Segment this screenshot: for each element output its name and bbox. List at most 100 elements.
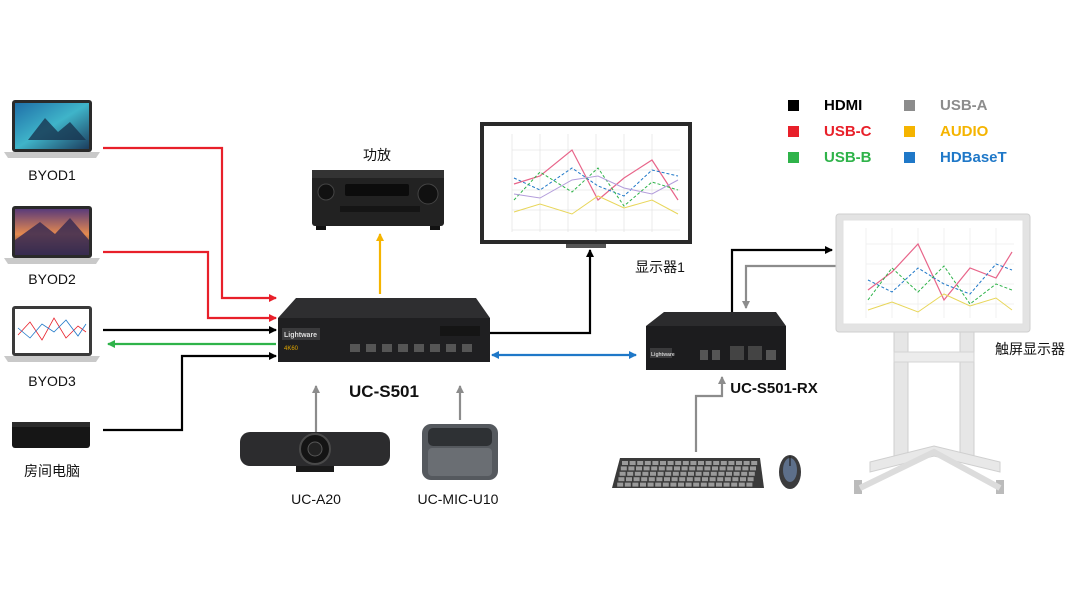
- keyboard-key: [672, 471, 679, 476]
- keyboard-key: [681, 466, 688, 471]
- keyboard-key: [644, 461, 651, 465]
- keyboard-key: [717, 477, 724, 482]
- keyboard-key: [627, 471, 634, 476]
- keyboard-key: [634, 471, 641, 476]
- keyboard-key: [671, 477, 678, 482]
- keyboard-key: [724, 477, 731, 482]
- legend-swatch: [904, 152, 915, 163]
- keyboard-key: [734, 466, 741, 471]
- receiver-icon: Lightware: [646, 312, 786, 370]
- keyboard-key: [636, 466, 642, 471]
- keyboard-key: [682, 461, 689, 465]
- mouse-icon: [779, 455, 801, 489]
- keyboard-key: [733, 471, 740, 476]
- keyboard-key: [736, 461, 742, 465]
- keyboard-key: [719, 466, 726, 471]
- keyboard-key: [650, 471, 656, 476]
- laptop-icon: [4, 306, 100, 362]
- keyboard-key: [741, 471, 748, 476]
- keyboard-key: [704, 466, 711, 471]
- keyboard-key: [675, 461, 682, 465]
- line-touch-usba: [742, 264, 836, 309]
- legend-swatch: [788, 152, 799, 163]
- camera-icon: [240, 432, 390, 472]
- connections: [103, 146, 836, 452]
- keyboard-key: [732, 477, 739, 482]
- keyboard-key: [629, 461, 636, 465]
- legend-swatch: [788, 126, 799, 137]
- room-pc-label: 房间电脑: [24, 463, 80, 479]
- keyboard-key: [713, 461, 720, 465]
- keyboard-key: [702, 477, 708, 482]
- keyboard-key: [689, 466, 696, 471]
- line-keyboard-usba: [694, 376, 726, 452]
- keyboard-key: [674, 466, 680, 471]
- keyboard-key: [660, 461, 666, 465]
- legend-label: AUDIO: [940, 123, 989, 140]
- keyboard-key: [742, 466, 749, 471]
- keyboard-icon: [612, 458, 764, 488]
- keyboard-key: [726, 471, 732, 476]
- byod3-label: BYOD3: [28, 373, 76, 389]
- touch-display-label: 触屏显示器: [995, 341, 1065, 357]
- keyboard-key: [748, 471, 755, 476]
- keyboard-key: [641, 477, 648, 482]
- keyboard-key: [718, 471, 725, 476]
- keyboard-key: [637, 461, 644, 465]
- keyboard-key: [657, 471, 664, 476]
- legend-label: USB-A: [940, 97, 988, 114]
- keyboard-key: [658, 466, 665, 471]
- line-rx-hdmi: [730, 246, 833, 312]
- keyboard-key: [728, 461, 735, 465]
- keyboard-key: [731, 482, 738, 487]
- line-byod2-usbc: [103, 250, 277, 322]
- line-roompc-hdmi: [103, 352, 277, 432]
- keyboard-key: [712, 466, 718, 471]
- keyboard-key: [723, 482, 730, 487]
- keyboard-key: [747, 477, 754, 482]
- keyboard-key: [642, 471, 649, 476]
- receiver-label: UC-S501-RX: [730, 380, 818, 397]
- switcher-icon: Lightware 4K60: [278, 298, 490, 362]
- svg-text:4K60: 4K60: [284, 346, 299, 352]
- keyboard-key: [738, 482, 745, 487]
- amplifier-label: 功放: [363, 147, 391, 163]
- display1-label: 显示器1: [635, 259, 685, 275]
- keyboard-key: [633, 477, 640, 482]
- touch-display-icon: [835, 213, 1031, 494]
- keyboard-key: [698, 461, 704, 465]
- legend-label: HDBaseT: [940, 149, 1007, 166]
- byod2-label: BYOD2: [28, 271, 76, 287]
- keyboard-key: [700, 482, 707, 487]
- keyboard-key: [720, 461, 727, 465]
- keyboard-key: [620, 466, 627, 471]
- keyboard-key: [666, 466, 673, 471]
- keyboard-key: [622, 461, 628, 465]
- keyboard-key: [690, 461, 697, 465]
- keyboard-key: [696, 466, 703, 471]
- legend-swatch: [904, 100, 915, 111]
- monitor-icon: [480, 122, 692, 248]
- byod1-label: BYOD1: [28, 167, 76, 183]
- laptop-icon: [4, 206, 100, 264]
- keyboard-key: [618, 477, 625, 482]
- keyboard-key: [679, 477, 686, 482]
- legend-label: USB-B: [824, 149, 872, 166]
- keyboard-key: [678, 482, 684, 487]
- keyboard-key: [619, 471, 626, 476]
- pc-icon: [12, 422, 90, 448]
- line-byod1-usbc: [103, 146, 277, 302]
- amplifier-icon: [312, 170, 444, 230]
- keyboard-key: [665, 471, 672, 476]
- keyboard-key: [695, 471, 702, 476]
- switcher-label: UC-S501: [349, 382, 419, 401]
- keyboard-key: [708, 482, 715, 487]
- keyboard-key: [624, 482, 631, 487]
- keyboard-key: [632, 482, 639, 487]
- keyboard-key: [703, 471, 710, 476]
- keyboard-key: [648, 477, 655, 482]
- keyboard-key: [617, 482, 624, 487]
- keyboard-key: [667, 461, 674, 465]
- keyboard-key: [705, 461, 712, 465]
